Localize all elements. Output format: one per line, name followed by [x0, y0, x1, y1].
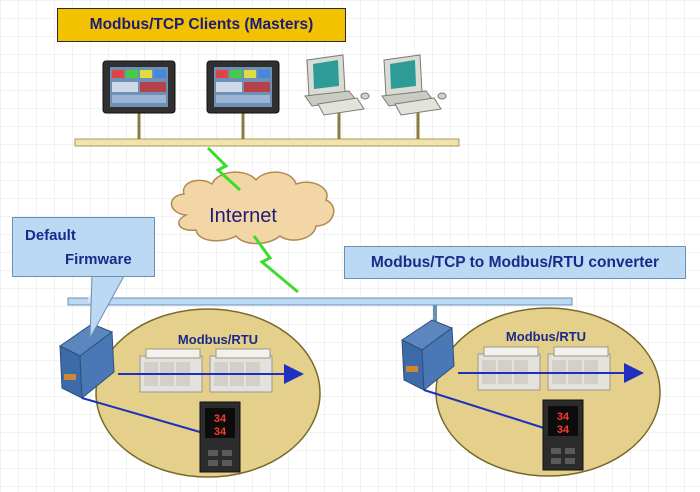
desktop-pc-icon: [381, 54, 447, 116]
plc-icon: [547, 346, 611, 391]
rtu-label: Modbus/RTU: [506, 329, 586, 344]
converter-callout: Modbus/TCP to Modbus/RTU converter: [344, 246, 686, 279]
desktop-pc-icon: [304, 54, 370, 116]
converter-module-icon: [401, 319, 455, 392]
clients-label: Modbus/TCP Clients (Masters): [57, 8, 346, 42]
firmware-callout-line1: Default: [25, 227, 76, 244]
converter-module-icon: [59, 289, 115, 400]
controller-display-top: 34: [214, 413, 227, 425]
controller-display-bottom: 34: [557, 424, 570, 436]
rtu-link-line: [423, 389, 545, 429]
temperature-controller-icon: [542, 399, 584, 471]
plc-icon: [477, 346, 541, 391]
lower-ethernet-bar: [67, 297, 573, 306]
touch-panel-icon: [102, 60, 176, 114]
top-ethernet-bar: [74, 138, 460, 147]
firmware-callout-line2: Firmware: [65, 251, 132, 268]
controller-display-top: 34: [557, 411, 570, 423]
rtu-link-line: [81, 397, 201, 433]
lightning-icon: [206, 146, 242, 192]
firmware-callout: Default Firmware: [12, 217, 155, 277]
cloud-label: Internet: [209, 205, 277, 227]
cloud-icon: [170, 171, 335, 245]
controller-display-bottom: 34: [214, 426, 227, 438]
lightning-icon: [252, 235, 299, 294]
temperature-controller-icon: [199, 401, 241, 473]
plc-icon: [209, 348, 273, 393]
touch-panel-icon: [206, 60, 280, 114]
plc-icon: [139, 348, 203, 393]
rtu-label: Modbus/RTU: [178, 332, 258, 347]
